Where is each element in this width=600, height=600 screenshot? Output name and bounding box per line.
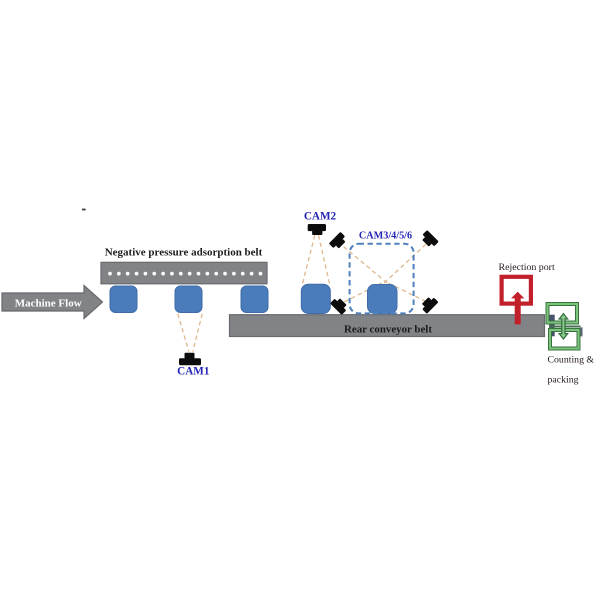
svg-text:Rejection port: Rejection port [499,262,555,273]
svg-text:CAM2: CAM2 [304,211,337,223]
svg-text:Counting &: Counting & [548,354,595,365]
svg-text:Negative pressure adsorption b: Negative pressure adsorption belt [105,246,263,258]
svg-text:CAM3/4/5/6: CAM3/4/5/6 [359,230,412,241]
svg-text:Rear conveyor belt: Rear conveyor belt [344,324,432,336]
svg-text:CAM1: CAM1 [177,366,210,378]
svg-text:Machine Flow: Machine Flow [15,297,82,309]
svg-text:packing: packing [548,374,579,385]
